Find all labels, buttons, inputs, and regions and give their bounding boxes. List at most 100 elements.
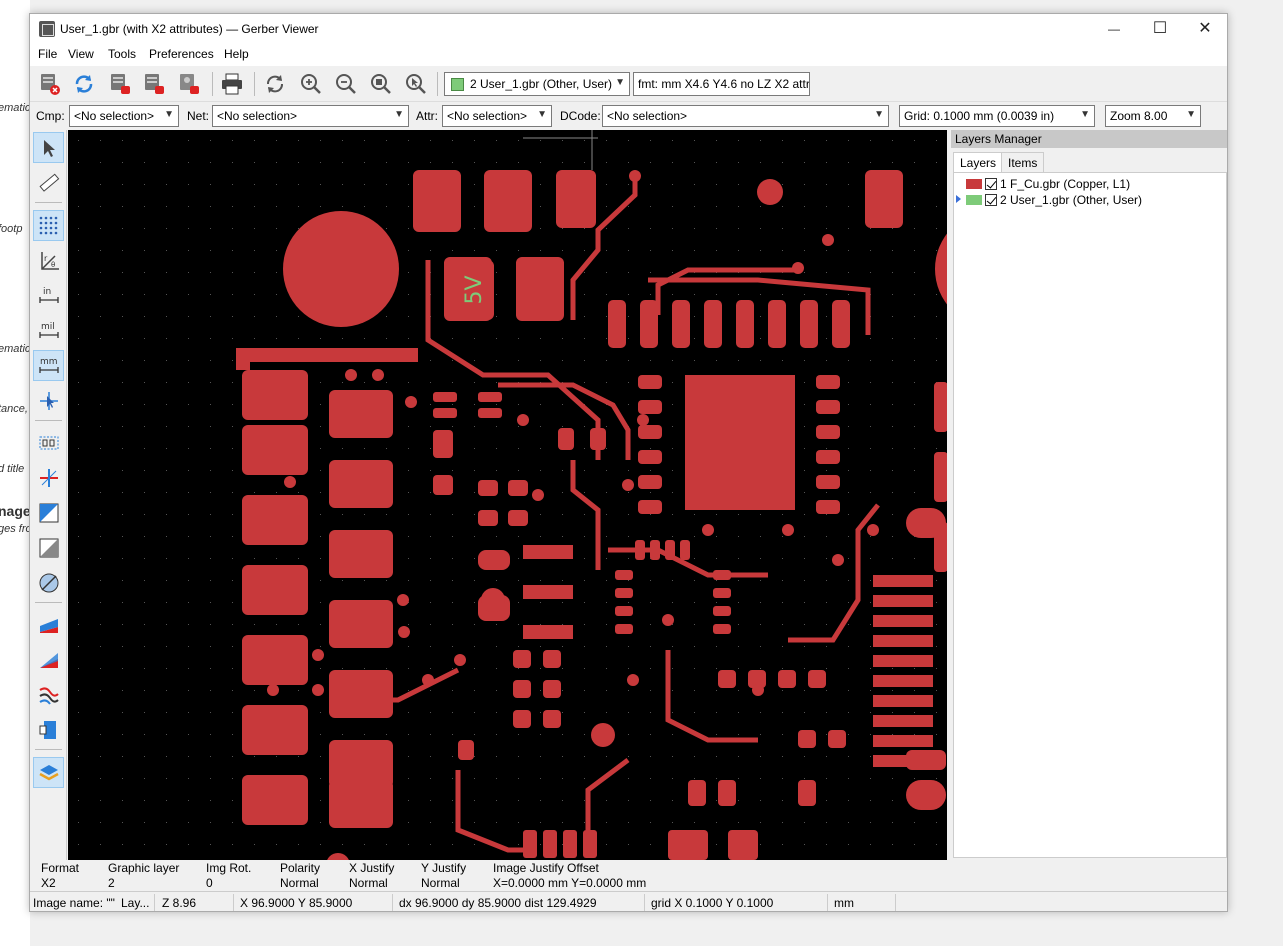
chevron-down-icon: ▼ (615, 77, 625, 88)
zoom-selection-icon[interactable] (402, 70, 430, 98)
minimize-button[interactable]: — (1108, 22, 1120, 36)
layer-label: 1 F_Cu.gbr (Copper, L1) (1000, 176, 1131, 191)
x-justify-value: Normal (349, 876, 388, 890)
main-toolbar: 2 User_1.gbr (Other, User) ▼ fmt: mm X4.… (30, 66, 1227, 102)
menu-tools[interactable]: Tools (108, 47, 137, 61)
active-layer-select[interactable]: 2 User_1.gbr (Other, User) ▼ (444, 72, 630, 96)
layers-manager-title: Layers Manager (951, 130, 1227, 148)
grid-toggle-icon[interactable] (33, 210, 64, 241)
layer-color-swatch[interactable] (966, 178, 982, 189)
bg-fragment: footp (0, 223, 23, 235)
print-icon[interactable] (218, 70, 246, 98)
attr-value: <No selection> (447, 109, 528, 123)
bg-fragment: nage (0, 503, 30, 519)
cmp-label: Cmp: (36, 109, 65, 123)
layer-row-f-cu[interactable]: 1 F_Cu.gbr (Copper, L1) (966, 176, 1130, 192)
zoom-in-icon[interactable] (297, 70, 325, 98)
zoom-value: Zoom 8.00 (1110, 109, 1168, 123)
lines-sketch-icon[interactable] (33, 462, 64, 493)
attr-select[interactable]: <No selection>▼ (442, 105, 552, 127)
redraw-icon[interactable] (261, 70, 289, 98)
net-label: Net: (187, 109, 210, 123)
zoom-fit-icon[interactable] (367, 70, 395, 98)
menu-view[interactable]: View (68, 47, 94, 61)
select-arrow-icon[interactable] (33, 132, 64, 163)
status-bar: Image name: "" Lay... Z 8.96 X 96.9000 Y… (30, 891, 1227, 911)
pcb-canvas[interactable]: 5V (68, 130, 947, 860)
format-value: X2 (41, 876, 56, 890)
dcode-select[interactable]: <No selection>▼ (602, 105, 889, 127)
title-bar: User_1.gbr (with X2 attributes) — Gerber… (30, 14, 1227, 44)
active-layer-value: 2 User_1.gbr (Other, User) (470, 77, 613, 91)
layers-diff-mode-icon[interactable] (33, 609, 64, 640)
svg-text:r: r (44, 254, 48, 263)
toolbar-separator (254, 72, 255, 96)
gerber-viewer-window: User_1.gbr (with X2 attributes) — Gerber… (29, 13, 1228, 912)
inch-units-icon[interactable]: in (33, 280, 64, 311)
flash-sketch-icon[interactable] (33, 427, 64, 458)
measure-ruler-icon[interactable] (33, 167, 64, 198)
svg-text:mm: mm (40, 357, 58, 367)
zoom-select[interactable]: Zoom 8.00 ▼ (1105, 105, 1201, 127)
bg-fragment: ematic (0, 343, 30, 355)
mil-units-icon[interactable]: mil (33, 315, 64, 346)
layers-manager-icon[interactable] (33, 757, 64, 788)
polygon-sketch-icon[interactable] (33, 497, 64, 528)
open-gerber-icon[interactable] (106, 70, 134, 98)
chevron-down-icon: ▼ (1186, 109, 1196, 120)
img-rot-header: Img Rot. (206, 861, 252, 875)
selection-toolbar: Cmp: <No selection>▼ Net: <No selection>… (30, 103, 1227, 128)
status-image-name: Image name: "" (33, 896, 115, 910)
chevron-down-icon: ▼ (874, 109, 884, 120)
y-justify-header: Y Justify (421, 861, 467, 875)
img-rot-value: 0 (206, 876, 213, 890)
layer-label: 2 User_1.gbr (Other, User) (1000, 192, 1143, 207)
negative-objects-icon[interactable] (33, 532, 64, 563)
layer-row-user-1[interactable]: 2 User_1.gbr (Other, User) (956, 192, 1143, 208)
tab-items[interactable]: Items (1001, 152, 1045, 173)
menu-help[interactable]: Help (224, 47, 249, 61)
svg-text:mil: mil (41, 322, 55, 332)
cmp-select[interactable]: <No selection>▼ (69, 105, 179, 127)
grid-value: Grid: 0.1000 mm (0.0039 in) (904, 109, 1055, 123)
zoom-out-icon[interactable] (332, 70, 360, 98)
close-button[interactable]: ✕ (1198, 20, 1212, 37)
flip-view-icon[interactable] (33, 714, 64, 745)
dcode-display-icon[interactable] (33, 567, 64, 598)
menu-file[interactable]: File (38, 47, 58, 61)
reload-icon[interactable] (70, 70, 98, 98)
maximize-button[interactable]: ☐ (1152, 20, 1168, 37)
x-justify-header: X Justify (349, 861, 395, 875)
layers-manager-tabs: Layers Items (951, 150, 1227, 173)
menu-bar: File View Tools Preferences Help (30, 44, 1227, 66)
layers-manager-panel: Layers Manager Layers Items 1 F_Cu.gbr (… (951, 130, 1227, 860)
clear-layers-icon[interactable] (36, 70, 64, 98)
net-value: <No selection> (217, 109, 298, 123)
layer-visibility-checkbox[interactable] (985, 177, 997, 190)
polarity-header: Polarity (280, 861, 321, 875)
mm-units-icon[interactable]: mm (33, 350, 64, 381)
chevron-down-icon: ▼ (164, 109, 174, 120)
offset-header: Image Justify Offset (493, 861, 599, 875)
cursor-crosshair-icon[interactable] (33, 385, 64, 416)
app-icon (39, 21, 55, 37)
net-select[interactable]: <No selection>▼ (212, 105, 409, 127)
tab-layers[interactable]: Layers (953, 152, 1004, 173)
open-drill-icon[interactable] (140, 70, 168, 98)
attr-label: Attr: (416, 109, 439, 123)
open-zip-icon[interactable] (175, 70, 203, 98)
layers-list: 1 F_Cu.gbr (Copper, L1) 2 User_1.gbr (Ot… (953, 172, 1227, 858)
layer-visibility-checkbox[interactable] (985, 193, 997, 206)
layer-color-swatch (451, 78, 464, 91)
layer-color-swatch[interactable] (966, 194, 982, 205)
layers-transparent-icon[interactable] (33, 644, 64, 675)
window-title: User_1.gbr (with X2 attributes) — Gerber… (60, 22, 319, 36)
status-units: mm (834, 896, 854, 910)
highcontrast-icon[interactable] (33, 679, 64, 710)
menu-preferences[interactable]: Preferences (149, 47, 214, 61)
grid-select[interactable]: Grid: 0.1000 mm (0.0039 in)▼ (899, 105, 1095, 127)
status-layer: Lay... (121, 896, 150, 910)
